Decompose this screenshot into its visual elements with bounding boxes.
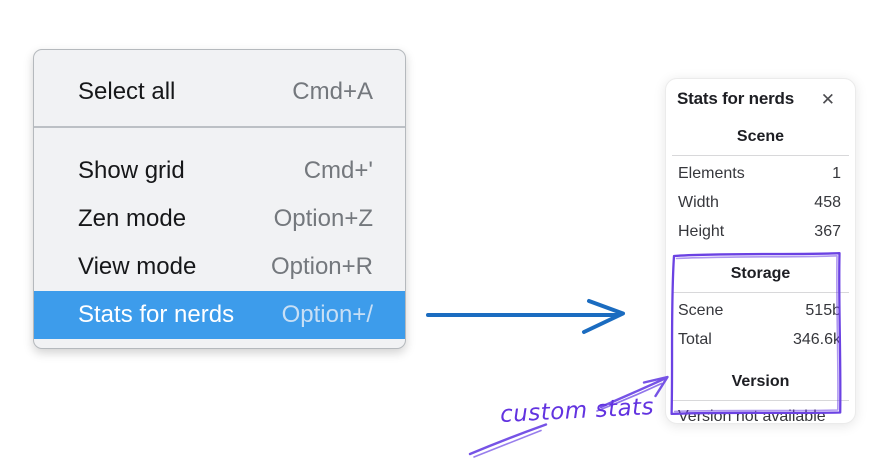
- menu-item-label: Select all: [78, 78, 176, 105]
- stats-panel: Stats for nerds ✕ Scene Elements 1 Width…: [665, 78, 856, 425]
- menu-separator: [34, 126, 405, 128]
- custom-stats-label: custom stats: [499, 393, 655, 429]
- menu-item-stats-for-nerds[interactable]: Stats for nerds Option+/: [34, 291, 405, 339]
- section-divider: [672, 292, 849, 293]
- version-note: Version not available: [678, 408, 826, 425]
- stat-row-height: Height 367: [672, 217, 849, 246]
- menu-item-show-grid[interactable]: Show grid Cmd+': [34, 147, 405, 195]
- stat-value: 1: [832, 165, 841, 182]
- menu-item-shortcut: Option+R: [270, 253, 373, 280]
- stat-row-total: Total 346.6k: [672, 325, 849, 354]
- section-header: Version: [731, 373, 790, 390]
- menu-item-label: View mode: [78, 253, 197, 280]
- stat-value: 346.6k: [792, 331, 841, 348]
- stat-row-scene: Scene 515b: [672, 296, 849, 325]
- menu-item-view-mode[interactable]: View mode Option+R: [34, 243, 405, 291]
- section-storage: Storage Scene 515b Total 346.6k: [672, 265, 849, 354]
- menu-item-label: Show grid: [78, 157, 185, 184]
- stat-label: Elements: [678, 165, 745, 182]
- stat-value: 367: [814, 223, 841, 240]
- menu-item-shortcut: Cmd+A: [292, 78, 373, 105]
- stat-row-width: Width 458: [672, 188, 849, 217]
- menu-item-zen-mode[interactable]: Zen mode Option+Z: [34, 195, 405, 243]
- menu-item-label: Zen mode: [78, 205, 187, 232]
- menu-item-shortcut: Option+Z: [273, 205, 373, 232]
- stats-panel-title: Stats for nerds: [677, 89, 794, 108]
- close-icon[interactable]: ✕: [820, 89, 835, 109]
- stat-value: 515b: [805, 302, 841, 319]
- stats-panel-header: Stats for nerds ✕: [672, 87, 849, 109]
- stat-label: Height: [678, 223, 725, 240]
- menu-item-label: Stats for nerds: [78, 301, 235, 328]
- section-scene: Scene Elements 1 Width 458 Height 367: [672, 128, 849, 246]
- stat-value: 458: [814, 194, 841, 211]
- stat-label: Scene: [678, 302, 724, 319]
- section-divider: [672, 155, 849, 156]
- section-version: Version Version not available: [672, 373, 849, 431]
- menu-item-select-all[interactable]: Select all Cmd+A: [34, 68, 405, 116]
- section-header: Scene: [736, 128, 785, 145]
- stat-label: Width: [678, 194, 719, 211]
- menu-item-shortcut: Option+/: [281, 301, 373, 328]
- context-menu: Select all Cmd+A Show grid Cmd+' Zen mod…: [33, 49, 406, 349]
- stat-label: Total: [678, 331, 712, 348]
- menu-item-shortcut: Cmd+': [303, 157, 373, 184]
- section-header: Storage: [730, 265, 791, 282]
- blue-arrow: [426, 299, 625, 334]
- stat-row-elements: Elements 1: [672, 159, 849, 188]
